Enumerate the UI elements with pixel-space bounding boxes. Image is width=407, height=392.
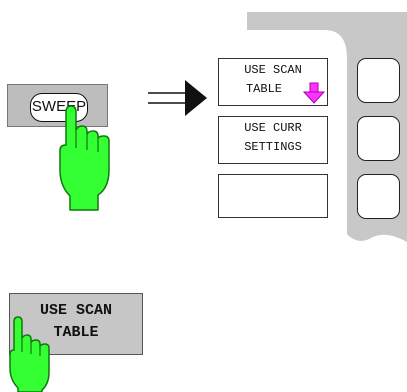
navigation-arrow-icon [148, 80, 207, 116]
softkey-panel [207, 0, 407, 245]
softkey-label-line2: SETTINGS [244, 140, 302, 154]
pointing-hand-icon [9, 316, 50, 392]
submenu-arrow-icon [302, 82, 326, 104]
softkey-label-line1: USE SCAN [244, 63, 302, 77]
softkey-button-1[interactable] [357, 58, 400, 103]
use-scan-table-key-line2: TABLE [53, 324, 99, 341]
softkey-label-line1: USE CURR [244, 121, 302, 135]
softkey-button-2[interactable] [357, 116, 400, 161]
softkey-label-use-curr-settings: USE CURR SETTINGS [218, 116, 328, 164]
pointing-hand-icon [59, 105, 110, 211]
softkey-label-empty [218, 174, 328, 218]
softkey-label-line2: TABLE [245, 82, 282, 96]
softkey-button-3[interactable] [357, 174, 400, 219]
use-scan-table-key-line1: USE SCAN [39, 302, 112, 319]
